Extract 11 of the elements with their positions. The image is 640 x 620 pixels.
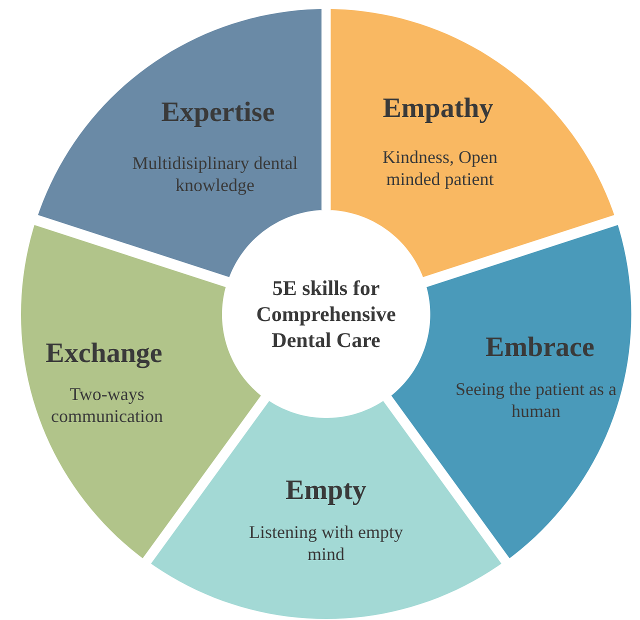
segment-description: Listening with empty mind [248, 522, 404, 566]
segment-description: Multidisiplinary dental knowledge [131, 152, 299, 196]
segment-heading: Expertise [161, 96, 275, 130]
segment-description: Two-ways communication [50, 384, 164, 428]
segment-heading: Empty [286, 474, 366, 508]
segment-heading: Empathy [382, 92, 494, 126]
segment-description: Seeing the patient as a human [454, 378, 618, 422]
segment-heading: Embrace [486, 330, 594, 365]
segment-heading: Exchange [46, 336, 162, 371]
center-title: 5E skills for Comprehensive Dental Care [255, 274, 397, 354]
segment-description: Kindness, Open minded patient [381, 146, 498, 190]
